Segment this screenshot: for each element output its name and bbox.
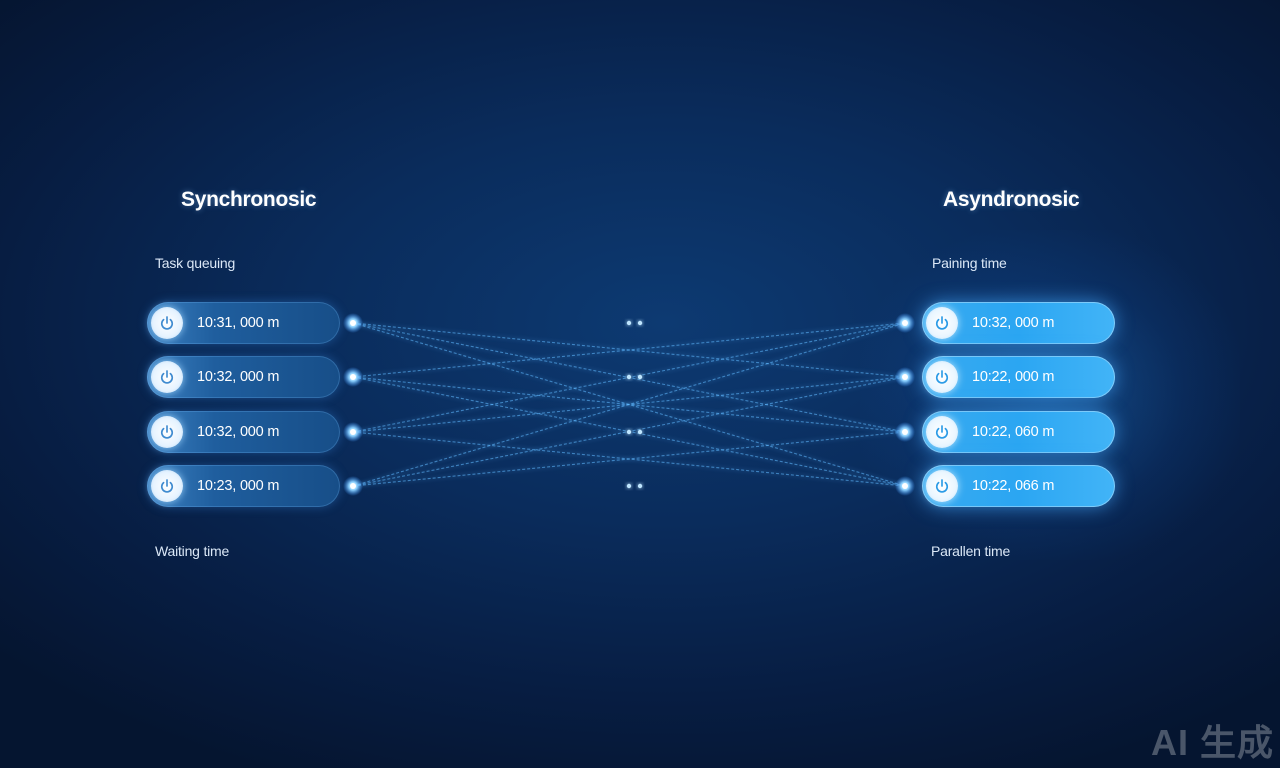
power-icon [151,307,183,339]
power-icon [926,361,958,393]
sync-task-pill[interactable]: 10:32, 000 m [147,411,340,453]
connection-line [352,431,906,487]
connection-line [352,322,906,378]
sync-task-pill[interactable]: 10:32, 000 m [147,356,340,398]
async-task-pill[interactable]: 10:32, 000 m [922,302,1115,344]
async-task-time: 10:22, 000 m [972,369,1055,385]
connection-node [902,483,908,489]
connection-node [902,429,908,435]
connection-node [350,374,356,380]
ai-generated-watermark: AI 生成 [1150,722,1274,763]
connection-line [352,322,906,487]
waiting-time-caption: Waiting time [155,543,230,559]
power-icon [926,307,958,339]
task-queuing-caption: Task queuing [155,255,236,271]
sparkle-dot [637,374,643,380]
sparkle-dot [626,320,632,326]
sync-task-time: 10:32, 000 m [197,424,280,440]
sync-task-pill[interactable]: 10:23, 000 m [147,465,340,507]
async-task-pill[interactable]: 10:22, 066 m [922,465,1115,507]
sparkle-dot [637,429,643,435]
power-icon [151,361,183,393]
async-task-time: 10:22, 066 m [972,478,1055,494]
power-icon [151,416,183,448]
async-heading: Asyndronosic [943,188,1080,211]
connection-node [350,320,356,326]
sparkle-dot [637,320,643,326]
power-icon [151,470,183,502]
connection-node [350,483,356,489]
async-task-pill[interactable]: 10:22, 060 m [922,411,1115,453]
connection-node [350,429,356,435]
sync-task-time: 10:32, 000 m [197,369,280,385]
async-task-time: 10:32, 000 m [972,315,1055,331]
async-task-pill[interactable]: 10:22, 000 m [922,356,1115,398]
parallen-time-caption: Parallen time [931,543,1011,559]
power-icon [926,416,958,448]
sparkle-dot [626,429,632,435]
connection-node [902,320,908,326]
connection-node [902,374,908,380]
paining-time-caption: Paining time [932,255,1007,271]
power-icon [926,470,958,502]
sync-task-time: 10:31, 000 m [197,315,280,331]
sparkle-dot [626,374,632,380]
sparkle-dot [626,483,632,489]
async-task-time: 10:22, 060 m [972,424,1055,440]
sparkle-dot [637,483,643,489]
sync-heading: Synchronosic [181,188,317,211]
sync-task-pill[interactable]: 10:31, 000 m [147,302,340,344]
sync-task-time: 10:23, 000 m [197,478,280,494]
